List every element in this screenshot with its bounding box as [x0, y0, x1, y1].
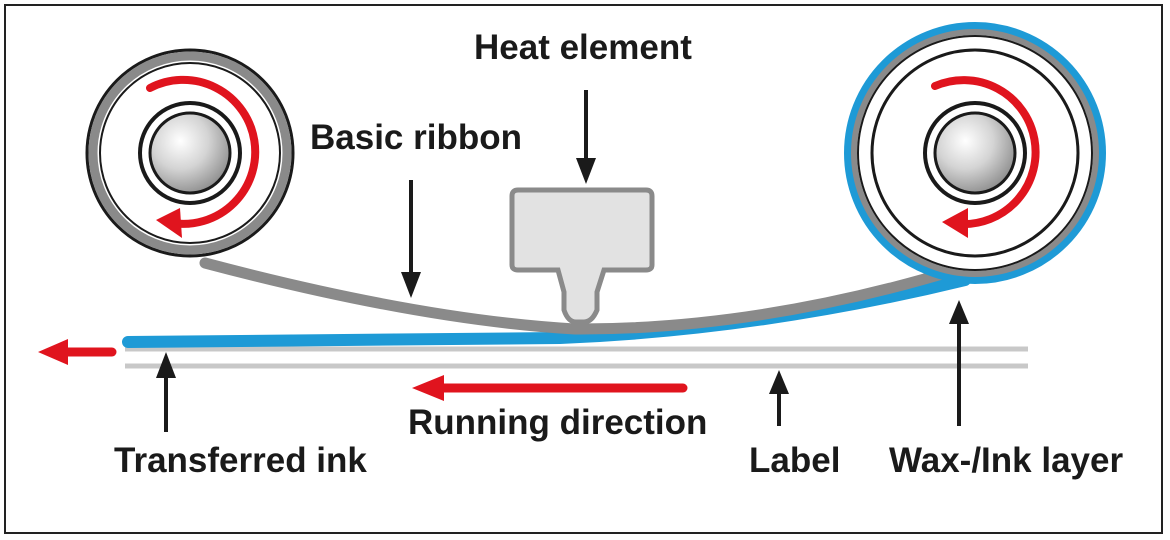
heat-element-head [509, 187, 655, 325]
label-strip [125, 346, 1028, 369]
basic-ribbon-path [199, 257, 968, 335]
transferred-ink-pointer-arrow [156, 352, 176, 432]
transferred-ink-layer [122, 274, 971, 348]
right-ribbon-roll [844, 22, 1106, 284]
diagram-frame [4, 4, 1163, 534]
wax-ink-pointer-arrow [949, 300, 969, 426]
basic-ribbon-pointer-arrow [401, 180, 421, 298]
wax-ink-layer-label: Wax-/Ink layer [889, 441, 1124, 480]
label-pointer-arrow [769, 370, 789, 426]
transferred-ink-label: Transferred ink [114, 441, 367, 480]
output-direction-arrow [38, 339, 117, 365]
left-ribbon-roll [85, 48, 295, 258]
running-direction-arrow [412, 375, 688, 401]
right-rotation-arrow [931, 76, 1040, 229]
left-rotation-arrow [146, 75, 260, 228]
label-label: Label [749, 441, 841, 480]
heat-element-pointer-arrow [576, 90, 596, 184]
heat-element-label: Heat element [474, 28, 692, 67]
left-rotation-arrowhead [156, 208, 182, 238]
right-rotation-arrowhead [942, 208, 968, 238]
running-direction-label: Running direction [408, 403, 708, 442]
basic-ribbon-label: Basic ribbon [310, 118, 522, 157]
